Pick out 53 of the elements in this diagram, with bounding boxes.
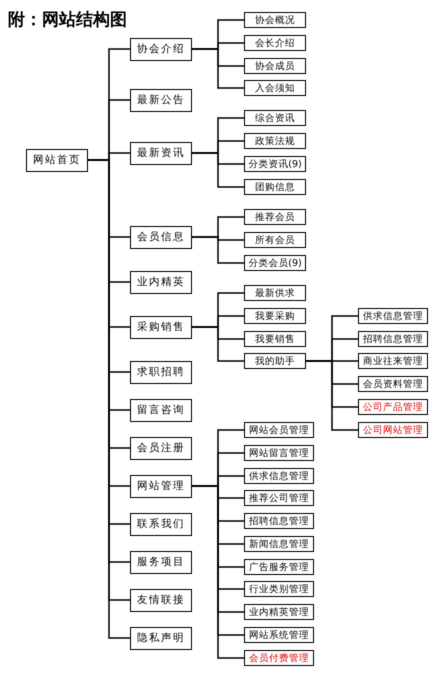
menu-box: 团购信息 bbox=[244, 179, 306, 195]
menu-box: 会长介绍 bbox=[244, 35, 306, 51]
menu-box: 会员注册 bbox=[130, 436, 192, 460]
menu-box: 最新供求 bbox=[244, 285, 306, 301]
menu-box: 联系我们 bbox=[130, 512, 192, 536]
menu-box: 分类会员(9) bbox=[244, 255, 306, 271]
menu-box: 综合资讯 bbox=[244, 110, 306, 126]
connector-line bbox=[192, 48, 244, 89]
menu-box: 招聘信息管理 bbox=[358, 331, 428, 347]
menu-box: 协会介绍 bbox=[130, 38, 192, 60]
connector-line bbox=[192, 236, 244, 264]
menu-box: 业内精英管理 bbox=[244, 604, 314, 620]
menu-box: 公司产品管理 bbox=[358, 399, 428, 415]
menu-box: 入会须知 bbox=[244, 80, 306, 96]
menu-box: 公司网站管理 bbox=[358, 422, 428, 438]
menu-box: 行业类别管理 bbox=[244, 581, 314, 597]
menu-box: 网站留言管理 bbox=[244, 445, 314, 461]
menu-box: 友情联接 bbox=[130, 588, 192, 612]
menu-box: 供求信息管理 bbox=[244, 468, 314, 484]
menu-box: 商业往来管理 bbox=[358, 353, 428, 369]
menu-box: 推荐公司管理 bbox=[244, 490, 314, 506]
menu-box: 所有会员 bbox=[244, 232, 306, 248]
menu-box: 最新公告 bbox=[130, 88, 192, 112]
menu-box: 网站管理 bbox=[130, 474, 192, 498]
connector-line bbox=[192, 326, 244, 362]
menu-box: 供求信息管理 bbox=[358, 308, 428, 324]
menu-box: 政策法规 bbox=[244, 133, 306, 149]
menu-box: 网站首页 bbox=[26, 148, 88, 172]
menu-box: 留言咨询 bbox=[130, 398, 192, 422]
connector-line bbox=[192, 152, 244, 188]
menu-box: 招聘信息管理 bbox=[244, 513, 314, 529]
menu-box: 我要采购 bbox=[244, 308, 306, 324]
menu-box: 我的助手 bbox=[244, 353, 306, 369]
menu-box: 协会成员 bbox=[244, 58, 306, 74]
menu-box: 会员付费管理 bbox=[244, 650, 314, 666]
menu-box: 采购销售 bbox=[130, 316, 192, 338]
menu-box: 推荐会员 bbox=[244, 209, 306, 225]
menu-box: 我要销售 bbox=[244, 331, 306, 347]
menu-box: 网站会员管理 bbox=[244, 422, 314, 438]
menu-box: 网站系统管理 bbox=[244, 627, 314, 643]
menu-box: 新闻信息管理 bbox=[244, 536, 314, 552]
menu-box: 隐私声明 bbox=[130, 626, 192, 650]
menu-box: 协会概况 bbox=[244, 12, 306, 28]
menu-box: 求职招聘 bbox=[130, 360, 192, 384]
menu-box: 分类资讯(9) bbox=[244, 156, 306, 172]
menu-box: 业内精英 bbox=[130, 270, 192, 294]
menu-box: 最新资讯 bbox=[130, 142, 192, 164]
title: 附：网站结构图 bbox=[8, 9, 127, 31]
menu-box: 广告服务管理 bbox=[244, 559, 314, 575]
menu-box: 会员资料管理 bbox=[358, 376, 428, 392]
menu-box: 服务项目 bbox=[130, 550, 192, 574]
connector-line bbox=[306, 360, 358, 431]
menu-box: 会员信息 bbox=[130, 226, 192, 248]
